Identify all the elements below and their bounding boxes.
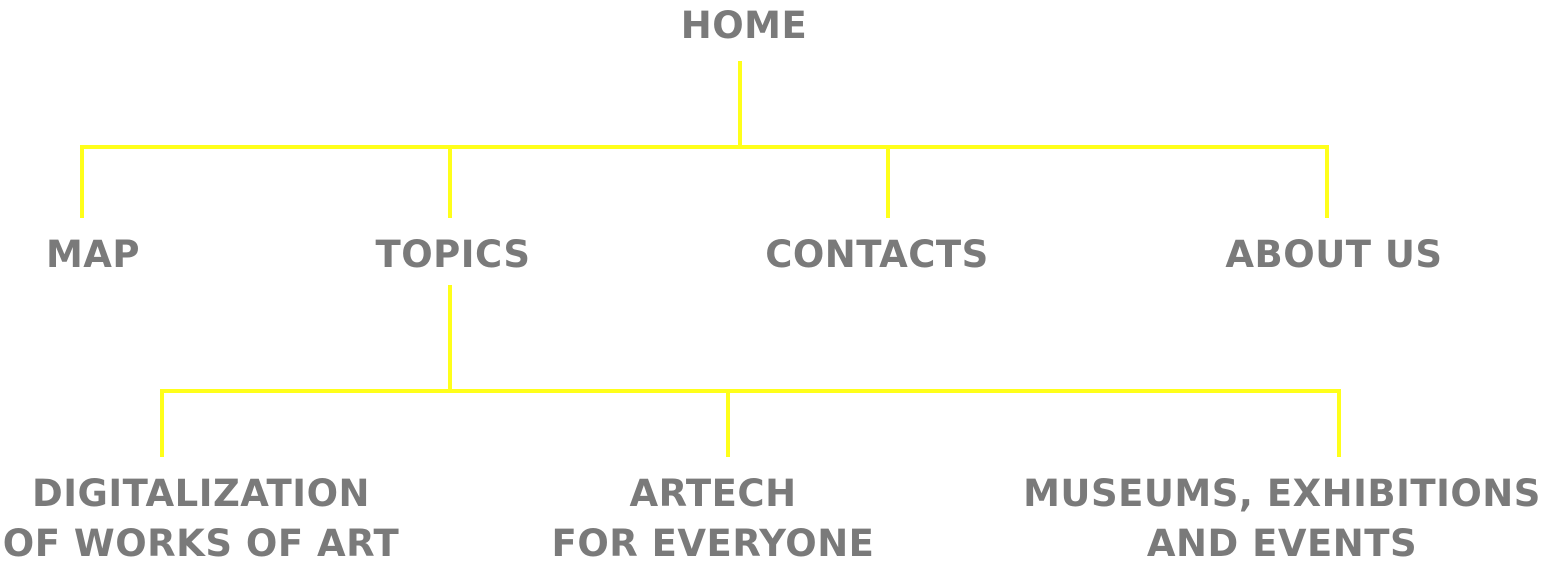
node-map[interactable]: MAP — [46, 230, 140, 280]
node-digitalization-line1: DIGITALIZATION — [32, 472, 370, 515]
node-contacts[interactable]: CONTACTS — [765, 230, 989, 280]
node-about-us-label: ABOUT US — [1225, 233, 1443, 276]
node-home-label: HOME — [680, 4, 808, 47]
node-museums-line1: MUSEUMS, EXHIBITIONS — [1023, 472, 1541, 515]
node-artech-line1: ARTECH — [629, 472, 797, 515]
node-home[interactable]: HOME — [681, 1, 808, 51]
node-museums-line2: AND EVENTS — [1146, 522, 1418, 565]
node-digitalization[interactable]: DIGITALIZATION OF WORKS OF ART — [3, 469, 399, 569]
node-map-label: MAP — [45, 233, 141, 276]
node-artech[interactable]: ARTECH FOR EVERYONE — [552, 469, 875, 569]
node-artech-line2: FOR EVERYONE — [551, 522, 875, 565]
node-contacts-label: CONTACTS — [765, 233, 989, 276]
node-about-us[interactable]: ABOUT US — [1225, 230, 1442, 280]
node-topics-label: TOPICS — [375, 233, 531, 276]
node-digitalization-line2: OF WORKS OF ART — [2, 522, 400, 565]
node-museums[interactable]: MUSEUMS, EXHIBITIONS AND EVENTS — [1023, 469, 1541, 569]
node-topics[interactable]: TOPICS — [375, 230, 530, 280]
